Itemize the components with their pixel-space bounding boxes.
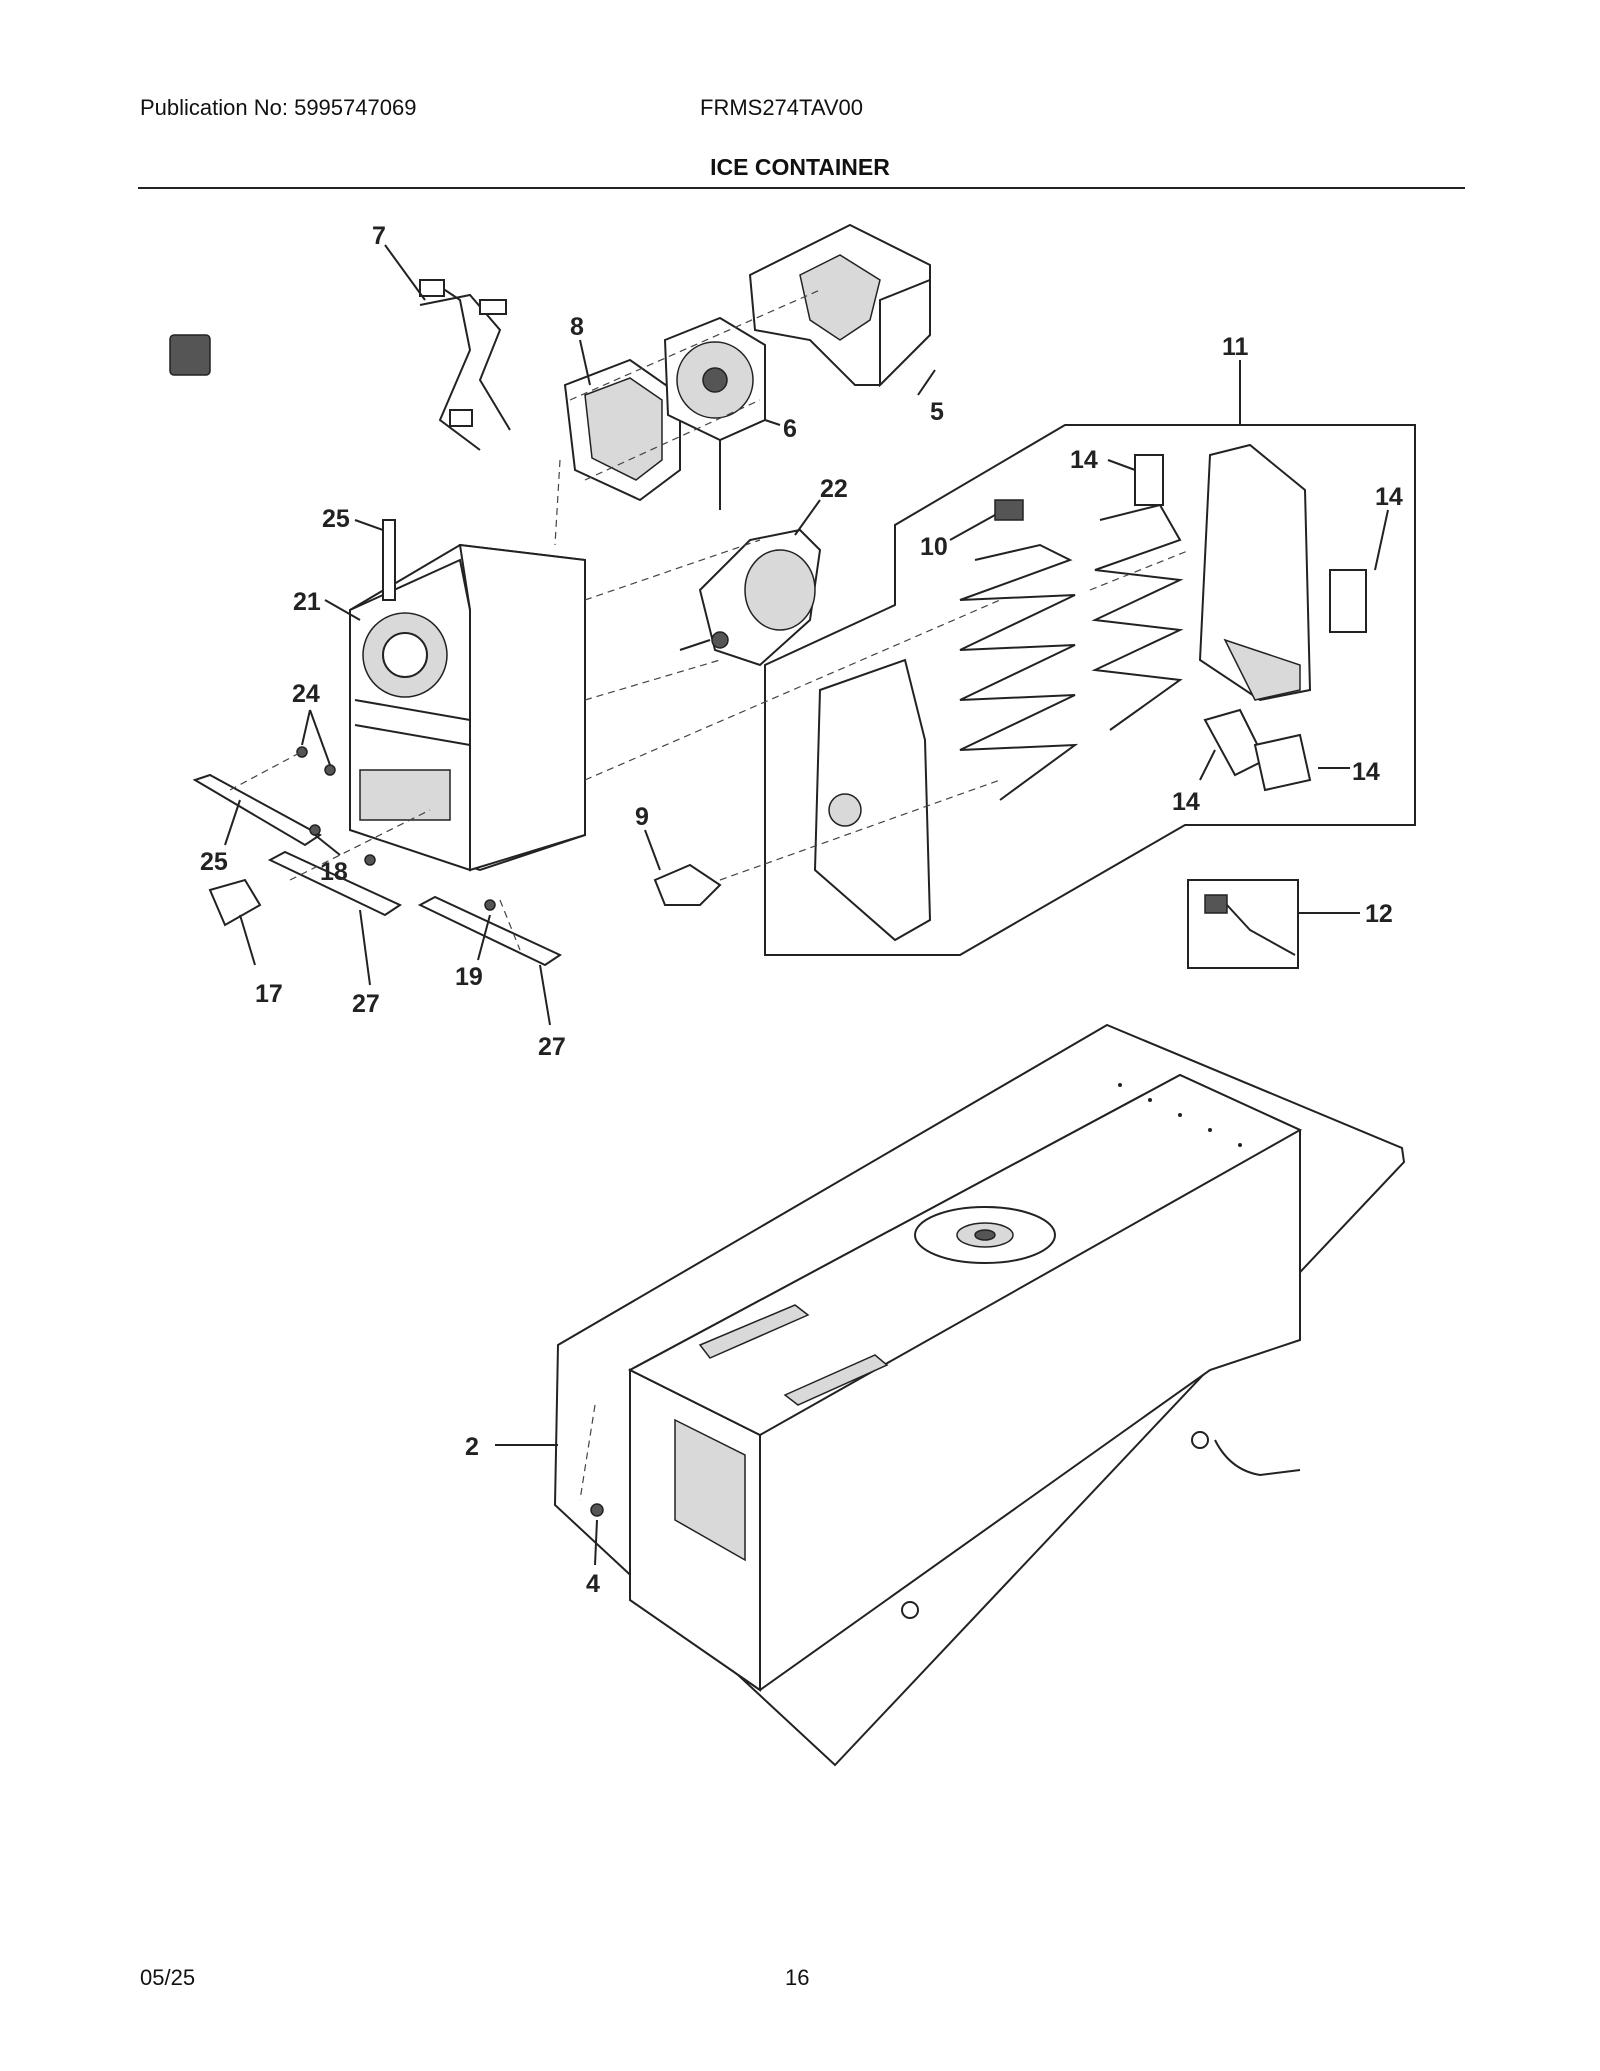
callout-labels: 7 8 6 5 11 14 14 14 14 22 10 25 21 24 25… — [200, 222, 1403, 1598]
evaporator-cover-part[interactable] — [813, 658, 932, 942]
callout-11: 11 — [1222, 333, 1249, 361]
liner-rivet-row — [1118, 1083, 1242, 1147]
footer-date: 05/25 — [140, 1965, 196, 1990]
callout-21: 21 — [293, 588, 321, 616]
fan-shroud-part[interactable] — [563, 358, 681, 502]
evaporator-kit-box — [764, 424, 1416, 956]
callout-27-right: 27 — [538, 1033, 566, 1061]
ice-container-liner-part[interactable] — [627, 1073, 1303, 1692]
callout-17: 17 — [255, 980, 283, 1008]
callout-25-top: 25 — [322, 505, 350, 533]
publication-number: Publication No: 5995747069 — [140, 95, 417, 120]
callout-8: 8 — [570, 313, 584, 341]
auger-motor-part[interactable] — [679, 528, 822, 667]
thermistor-12-box — [1187, 879, 1299, 969]
thermistor-12-part[interactable] — [1204, 894, 1296, 956]
callout-14-top: 14 — [1070, 446, 1098, 474]
gasket-strip-25-vertical-part[interactable] — [382, 519, 396, 601]
fan-part[interactable] — [663, 316, 766, 510]
air-duct-part[interactable] — [748, 223, 931, 388]
callout-7: 7 — [372, 222, 386, 250]
callout-14-right: 14 — [1375, 483, 1403, 511]
wire-harness-part[interactable] — [169, 279, 511, 451]
bracket-17-part[interactable] — [208, 878, 262, 927]
callout-12: 12 — [1365, 900, 1393, 928]
callout-14-bottom-left: 14 — [1172, 788, 1200, 816]
callout-27-left: 27 — [352, 990, 380, 1018]
callout-18: 18 — [320, 858, 348, 886]
heater-element-part[interactable] — [1091, 503, 1184, 731]
callout-10: 10 — [920, 533, 948, 561]
ice-container-housing-part[interactable] — [349, 543, 586, 872]
foam-tape-14-part[interactable] — [1134, 454, 1367, 792]
callout-24: 24 — [292, 680, 320, 708]
callout-2: 2 — [465, 1433, 479, 1461]
gasket-strip-27a-part[interactable] — [267, 850, 403, 917]
screw-4-part[interactable] — [590, 1503, 604, 1517]
header-rule — [138, 187, 1465, 189]
motor-mount-9-part[interactable] — [653, 863, 722, 906]
callout-4: 4 — [586, 1570, 600, 1598]
screw-19-part[interactable] — [484, 899, 496, 911]
screw-18-part[interactable] — [309, 824, 376, 866]
callout-22: 22 — [820, 475, 848, 503]
callout-19: 19 — [455, 963, 483, 991]
assembly-guide-lines — [229, 289, 1191, 1501]
evaporator-coil-part[interactable] — [959, 543, 1079, 801]
callout-6: 6 — [783, 415, 797, 443]
ice-container-liner-box — [553, 1023, 1406, 1767]
evaporator-shroud-part[interactable] — [1198, 443, 1312, 702]
callout-leader-lines — [224, 244, 1389, 1566]
gasket-strip-25-part[interactable] — [192, 773, 322, 847]
callout-14-bottom-right: 14 — [1352, 758, 1380, 786]
model-number: FRMS274TAV00 — [700, 95, 864, 120]
page-title: ICE CONTAINER — [710, 154, 890, 180]
callout-9: 9 — [635, 803, 649, 831]
callout-25-bottom: 25 — [200, 848, 228, 876]
page-number: 16 — [785, 1965, 810, 1990]
thermistor-10-part[interactable] — [994, 499, 1024, 521]
callout-5: 5 — [930, 398, 944, 426]
gasket-strip-27b-part[interactable] — [417, 895, 563, 967]
